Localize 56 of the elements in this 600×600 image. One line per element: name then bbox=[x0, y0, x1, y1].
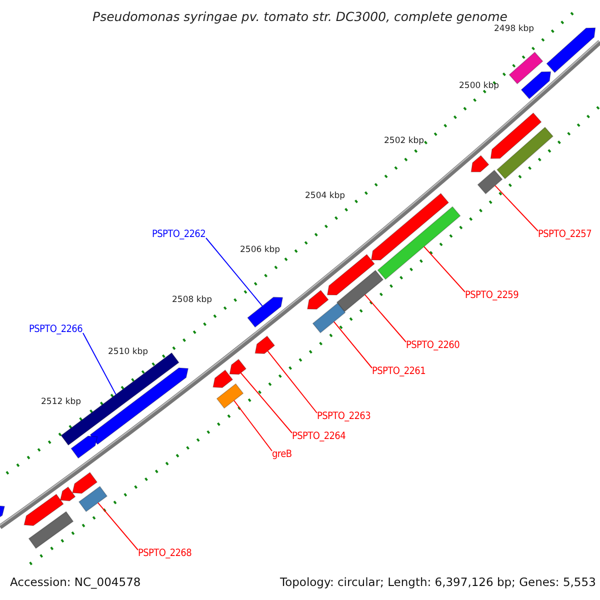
leader-line bbox=[98, 502, 138, 550]
gene-feature bbox=[90, 367, 189, 445]
tick-label: 2508 kbp bbox=[172, 295, 212, 305]
tick-label: 2510 kbp bbox=[108, 347, 148, 357]
tick-label: 2506 kbp bbox=[240, 245, 280, 255]
gene-feature bbox=[216, 383, 244, 409]
footer-text: Accession: NC_004578 bbox=[10, 575, 141, 589]
gene-feature bbox=[60, 486, 76, 502]
gene-label: PSPTO_2259 bbox=[465, 290, 519, 301]
gene-feature bbox=[70, 436, 98, 459]
footer-text: Topology: circular; Length: 6,397,126 bp; Genes: 5,553 bbox=[280, 575, 596, 589]
gene-label: PSPTO_2261 bbox=[372, 366, 426, 377]
gene-feature bbox=[470, 155, 490, 172]
leader-line bbox=[234, 400, 272, 452]
gene-feature bbox=[336, 270, 384, 312]
leader-line bbox=[494, 185, 538, 232]
gene-label: PSPTO_2268 bbox=[138, 548, 192, 559]
gene-feature bbox=[72, 472, 98, 494]
leader-line bbox=[240, 372, 292, 434]
leader-line bbox=[267, 350, 318, 414]
gene-feature bbox=[477, 170, 503, 194]
leader-line bbox=[333, 321, 372, 368]
gene-feature bbox=[306, 290, 329, 310]
title: Pseudomonas syringae pv. tomato str. DC3000, complete genome bbox=[92, 9, 508, 24]
gene-feature bbox=[520, 71, 552, 100]
leader-line bbox=[82, 332, 116, 396]
gene-label: PSPTO_2264 bbox=[292, 431, 346, 442]
gene-feature bbox=[24, 494, 64, 526]
gene-feature bbox=[508, 52, 544, 84]
gene-feature bbox=[546, 28, 596, 74]
gene-label: PSPTO_2262 bbox=[152, 229, 206, 240]
leader-line bbox=[206, 238, 263, 307]
tick-label: 2502 kbp bbox=[384, 136, 424, 146]
gene-label: PSPTO_2266 bbox=[29, 324, 83, 335]
gene-feature bbox=[212, 370, 234, 388]
tick-label: 2500 kbp bbox=[459, 81, 500, 91]
gene-feature bbox=[312, 302, 346, 334]
gene-feature bbox=[247, 296, 284, 328]
tick-label: 2504 kbp bbox=[305, 191, 346, 201]
gene-feature bbox=[377, 206, 461, 280]
tick-label: 2512 kbp bbox=[41, 397, 82, 407]
gene-feature bbox=[490, 112, 542, 159]
gene-feature bbox=[370, 192, 450, 260]
gene-label: PSPTO_2260 bbox=[406, 340, 460, 351]
gene-label: PSPTO_2263 bbox=[317, 411, 371, 422]
leader-line bbox=[424, 246, 466, 292]
tick-label: 2498 kbp bbox=[494, 24, 534, 34]
gene-feature bbox=[229, 358, 247, 375]
gene-feature bbox=[78, 486, 108, 512]
gene-label: PSPTO_2257 bbox=[538, 229, 592, 240]
gene-feature bbox=[254, 336, 276, 354]
gene-label: greB bbox=[272, 449, 292, 460]
leader-line bbox=[364, 294, 406, 342]
gene-feature bbox=[28, 511, 74, 549]
gene-feature bbox=[496, 126, 554, 180]
gene-feature bbox=[326, 254, 375, 296]
